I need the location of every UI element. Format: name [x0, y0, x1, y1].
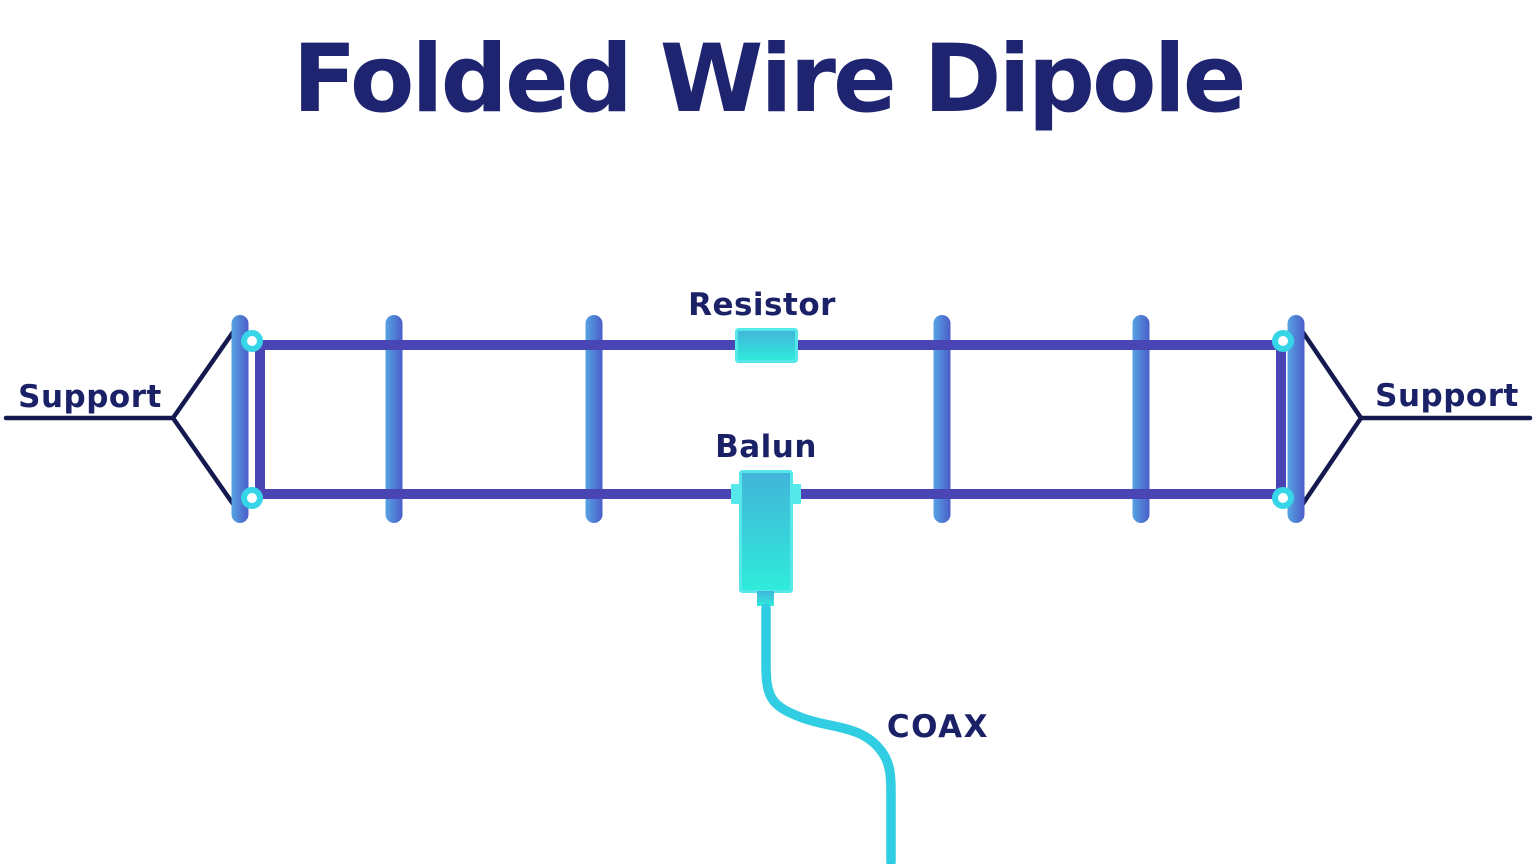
- support-label-left: Support: [18, 379, 162, 415]
- support-label-right: Support: [1375, 378, 1519, 414]
- support-guy-top-right-icon: [1295, 322, 1364, 421]
- support-guy-top-left-icon: [170, 322, 241, 421]
- balun-body: [739, 470, 793, 593]
- support-guy-bottom-right-icon: [1295, 415, 1364, 514]
- spreader-bar-1: [231, 315, 249, 523]
- support-rigging-left: [3, 322, 241, 514]
- coax-cable: [761, 603, 896, 864]
- balun-stub: [757, 591, 774, 606]
- insulator-ring-bottom-left-icon: [241, 487, 263, 509]
- coax-label: COAX: [886, 709, 990, 745]
- spreader-bar-2: [385, 315, 403, 523]
- spreader-bar-6: [1287, 315, 1305, 523]
- resistor-component: [735, 328, 798, 363]
- spreader-bars: [231, 315, 1305, 523]
- insulator-rings: [241, 330, 1294, 509]
- insulator-ring-top-right-icon: [1272, 330, 1294, 352]
- support-rigging-right: [1295, 322, 1533, 514]
- balun-component: [731, 470, 801, 613]
- insulator-ring-bottom-right-icon: [1272, 487, 1294, 509]
- balun-label: Balun: [715, 429, 817, 465]
- support-guy-bottom-left-icon: [170, 415, 241, 514]
- spreader-bar-4: [933, 315, 951, 523]
- resistor-label: Resistor: [688, 287, 836, 323]
- spreader-bar-3: [585, 315, 603, 523]
- insulator-ring-top-left-icon: [241, 330, 263, 352]
- spreader-bar-5: [1132, 315, 1150, 523]
- page-title: Folded Wire Dipole: [292, 25, 1246, 134]
